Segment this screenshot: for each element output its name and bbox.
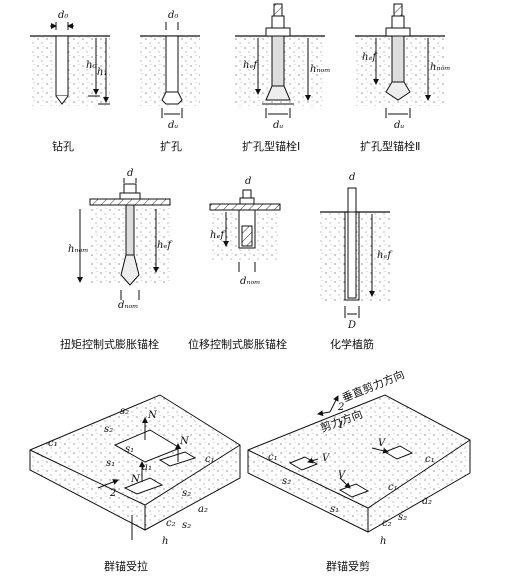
du-label-3: dᵤ (394, 120, 404, 131)
c2-label-1: c₂ (166, 518, 176, 529)
d-label-1: d (127, 168, 133, 179)
c1-label-4: c₁ (425, 454, 435, 465)
displacement-controlled-figure (209, 189, 281, 272)
s2-label-4: s₂ (182, 520, 191, 531)
D-label: D (347, 320, 356, 331)
h1-label: h₁ (97, 67, 107, 78)
hef-label-2: hₑf (362, 52, 378, 63)
caption-displacement-controlled: 位移控制式膨胀锚栓 (188, 337, 287, 351)
caption-undercut-anchor-1: 扩孔型锚栓Ⅰ (242, 139, 300, 153)
caption-reaming: 扩孔 (160, 139, 182, 153)
N-label-1: N (147, 410, 158, 421)
c1-label-2: c₁ (205, 454, 215, 465)
V-label-1: V (322, 453, 331, 464)
hef-label-3: hₑf (157, 240, 173, 251)
V-label-2: V (378, 438, 387, 449)
one-label: 1 (338, 420, 344, 431)
caption-drilling: 钻孔 (52, 139, 74, 153)
two-label-2: 2 (337, 402, 344, 413)
d0-reamed-label: d₀ (168, 10, 178, 21)
c2-label-2: c₂ (382, 518, 392, 529)
s2-label-3: s₂ (182, 488, 191, 499)
c1-label-3: c₁ (268, 452, 278, 463)
h-label-1: h (162, 536, 168, 547)
h0-label: h₀ (86, 60, 96, 71)
dnom-label-2: dₙₒₘ (240, 276, 260, 287)
N-label-3: N (130, 474, 141, 485)
a1-label: a₁ (142, 462, 152, 473)
du-label-2: dᵤ (273, 120, 283, 131)
hef-label-5: hₑf (377, 250, 393, 261)
dnom-label-1: dₙₒₘ (118, 300, 138, 311)
d0-label: d₀ (58, 10, 68, 21)
N-label-2: N (179, 436, 190, 447)
caption-torque-controlled: 扭矩控制式膨胀锚栓 (60, 337, 159, 351)
reaming-figure (140, 22, 200, 118)
vertical-shear-direction: 垂直剪力方向 (340, 367, 406, 405)
hnom-label-2: hₙₒₘ (430, 62, 450, 73)
hnom-label-3: hₙₒₘ (68, 244, 88, 255)
hef-label-4: hₑf (210, 230, 226, 241)
s2-label-5: s₂ (282, 476, 291, 487)
caption-chemical-rebar: 化学植筋 (330, 337, 374, 351)
V-label-3: V (338, 470, 347, 481)
undercut-anchor-2-figure (355, 3, 445, 118)
a2-label: a₂ (198, 504, 208, 515)
s2-label-6: s₂ (398, 512, 407, 523)
c1-label-5: c₁ (388, 482, 398, 493)
h-label-2: h (380, 536, 386, 547)
group-shear-figure (247, 394, 471, 533)
s1-label-2: s₁ (125, 444, 134, 455)
caption-undercut-anchor-2: 扩孔型锚栓Ⅱ (360, 139, 420, 153)
s2-label-1: s₂ (120, 406, 129, 417)
torque-controlled-figure (77, 178, 171, 300)
hef-label-1: hₑf (243, 60, 259, 71)
s1-label-1: s₁ (106, 458, 115, 469)
s2-label-2: s₂ (104, 424, 113, 435)
d-label-2: d (245, 176, 251, 187)
chemical-rebar-figure (320, 187, 390, 318)
caption-group-tension: 群锚受拉 (104, 559, 148, 573)
du-label: dᵤ (168, 120, 178, 131)
s1-label-3: s₁ (330, 504, 339, 515)
caption-group-shear: 群锚受剪 (326, 559, 370, 573)
hnom-label-1: hₙₒₘ (310, 64, 330, 75)
drilling-figure (30, 22, 110, 106)
a2-label-2: a₂ (422, 496, 432, 507)
c1-label-1: c₁ (48, 438, 58, 449)
group-tension-figure (29, 394, 241, 540)
two-label-1: 2 (109, 488, 116, 499)
d-label-3: d (349, 172, 355, 183)
undercut-anchor-1-figure (235, 3, 325, 118)
